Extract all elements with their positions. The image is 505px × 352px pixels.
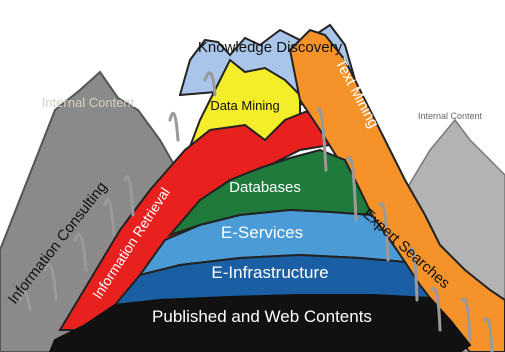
internal-content-right-label: Internal Content — [418, 111, 483, 121]
published-web-contents-label: Published and Web Contents — [152, 307, 372, 326]
knowledge-discovery-label: Knowledge Discovery — [198, 39, 343, 56]
internal-content-left-label: Internal Content — [42, 95, 135, 110]
databases-label: Databases — [229, 179, 301, 196]
published-web-contents-layer — [48, 294, 472, 352]
data-mining-label: Data Mining — [210, 98, 279, 113]
e-infrastructure-label: E-Infrastructure — [211, 263, 328, 282]
cliff-hatching — [18, 71, 494, 352]
e-services-label: E-Services — [221, 223, 303, 242]
